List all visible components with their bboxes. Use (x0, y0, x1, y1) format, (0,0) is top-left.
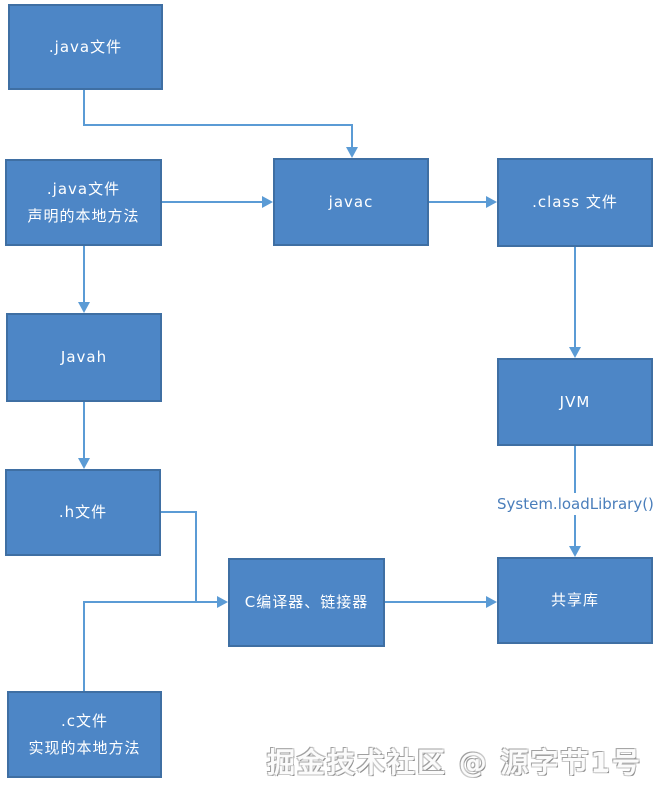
edge-label-loadlibrary: System.loadLibrary() (497, 493, 654, 515)
arrow-down-icon (569, 546, 581, 557)
node-java-native-methods: .java文件 声明的本地方法 (5, 159, 162, 246)
arrow-right-icon (217, 596, 228, 608)
connector-javah-hfile (83, 402, 85, 459)
watermark-text: 掘金技术社区 @ 源字节1号 (267, 746, 642, 779)
connector-cfile-seg2 (83, 601, 218, 603)
connector-compiler-sharedlib (385, 601, 487, 603)
node-java-file: .java文件 (8, 4, 163, 90)
arrow-down-icon (346, 147, 358, 158)
node-class-file: .class 文件 (497, 158, 653, 247)
arrow-down-icon (78, 458, 90, 469)
arrow-right-icon (262, 196, 273, 208)
connector-javafile-javac-seg3 (351, 126, 353, 148)
arrow-right-icon (486, 196, 497, 208)
node-h-file: .h文件 (5, 469, 161, 556)
connector-javac-class (429, 201, 487, 203)
connector-javafile-javac-seg1 (83, 90, 85, 126)
node-c-compiler-linker: C编译器、链接器 (228, 558, 385, 647)
connector-native-javac (162, 201, 263, 203)
connector-hfile-seg2 (195, 511, 197, 603)
connector-javafile-javac-seg2 (83, 124, 353, 126)
connector-cfile-seg1 (83, 601, 85, 691)
arrow-down-icon (78, 302, 90, 313)
connector-native-javah (83, 246, 85, 303)
node-shared-library: 共享库 (497, 557, 653, 644)
arrow-down-icon (569, 347, 581, 358)
node-c-file: .c文件 实现的本地方法 (7, 691, 162, 778)
arrow-right-icon (486, 596, 497, 608)
node-jvm: JVM (497, 358, 653, 446)
connector-class-jvm (574, 247, 576, 347)
connector-hfile-seg1 (161, 511, 197, 513)
node-javah: Javah (6, 313, 162, 402)
node-javac: javac (273, 158, 429, 246)
